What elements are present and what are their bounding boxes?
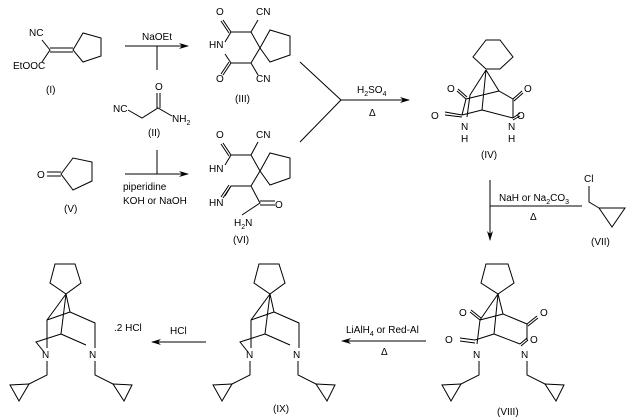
compound-label: (VII): [591, 237, 610, 248]
reaction-arrow-5: LiAlH4 or Red-Al Δ: [341, 325, 426, 358]
nitrile-group: CN: [256, 74, 270, 85]
double-bond: [50, 47, 73, 53]
compound-VII: Cl (VII): [584, 174, 626, 248]
atom-n: N: [521, 350, 528, 361]
amine-group: H2N: [234, 218, 252, 231]
reagent-label: piperidine: [123, 182, 167, 193]
condition-label: Δ: [381, 347, 388, 358]
compound-VIII: O O O O N N (VIII): [441, 263, 565, 418]
cyclopentane-ring: [49, 263, 82, 295]
reagent-label: LiAlH4 or Red-Al: [346, 325, 419, 338]
compound-V: O (V): [37, 157, 93, 215]
atom-n: N: [246, 350, 253, 361]
atom-o: O: [216, 130, 224, 141]
compound-label: (III): [235, 94, 250, 105]
compound-I: NC EtOOC (I): [13, 28, 102, 96]
nitrile-group: NC: [29, 28, 43, 39]
atom-o: O: [216, 7, 224, 18]
compound-IX: N N (IX): [212, 263, 336, 415]
reaction-arrow-6: HCl: [151, 326, 206, 345]
reaction-arrow-2: piperidine KOH or NaOH: [123, 150, 189, 207]
atom-nh: HN: [209, 164, 223, 175]
imine-group: HN: [209, 198, 223, 209]
cyclopentane-ring: [472, 39, 514, 70]
compound-label: (IX): [273, 404, 289, 415]
atom-n: N: [89, 350, 96, 361]
atom-h: H: [461, 134, 468, 145]
reaction-arrow-3: H2SO4 Δ: [299, 61, 410, 143]
atom-n: N: [42, 350, 49, 361]
amide-group: NH2: [172, 114, 190, 127]
atom-o: O: [459, 308, 467, 319]
nitrile-group: NC: [113, 104, 127, 115]
compound-label: (V): [64, 204, 77, 215]
reaction-arrow-4: NaH or Na2CO3 Δ: [487, 180, 582, 241]
atom-o: O: [155, 82, 163, 93]
atom-o: O: [275, 200, 283, 211]
compound-label: (VI): [233, 235, 249, 246]
atom-h: H: [508, 134, 515, 145]
nitrile-group: CN: [256, 7, 270, 18]
compound-label: (I): [46, 85, 55, 96]
nitrile-group: CN: [256, 130, 270, 141]
condition-label: Δ: [530, 212, 537, 223]
atom-n: N: [461, 122, 468, 133]
compound-VI: O CN HN HN O H2N (VI): [209, 130, 291, 246]
reaction-arrow-1: NaOEt: [125, 32, 189, 70]
atom-o: O: [530, 335, 538, 346]
atom-o: O: [37, 170, 45, 181]
compound-label: (VIII): [497, 407, 519, 418]
atom-o: O: [445, 335, 453, 346]
atom-o: O: [431, 111, 439, 122]
atom-o: O: [540, 308, 548, 319]
atom-n: N: [508, 122, 515, 133]
atom-o: O: [517, 111, 525, 122]
ester-group: EtOOC: [13, 61, 45, 72]
reagent-label: KOH or NaOH: [123, 196, 187, 207]
reagent-label: NaH or Na2CO3: [499, 193, 569, 206]
cyclopentane-ring: [480, 263, 515, 295]
compound-label: (II): [148, 128, 160, 139]
bond: [41, 39, 51, 63]
compound-III: O CN HN O CN (III): [209, 7, 291, 105]
reagent-label: NaOEt: [142, 32, 172, 43]
condition-label: Δ: [369, 108, 376, 119]
atom-cl: Cl: [584, 174, 593, 185]
atom-n: N: [473, 350, 480, 361]
cyclopentane-ring: [72, 32, 102, 63]
atom-n: N: [293, 350, 300, 361]
cyclopentane-ring: [253, 263, 286, 295]
compound-label: (IV): [481, 150, 497, 161]
reagent-label: HCl: [170, 326, 187, 337]
atom-o: O: [524, 84, 532, 95]
atom-nh: HN: [209, 40, 223, 51]
atom-o: O: [216, 74, 224, 85]
reagent-label: H2SO4: [357, 85, 387, 98]
salt-label: .2 HCl: [114, 323, 142, 334]
compound-IV: O O O O N H N H (IV): [431, 39, 532, 161]
compound-II: O NC NH2 (II): [113, 82, 190, 139]
compound-final-dihydrochloride: N N .2 HCl: [9, 263, 142, 403]
atom-o: O: [447, 84, 455, 95]
